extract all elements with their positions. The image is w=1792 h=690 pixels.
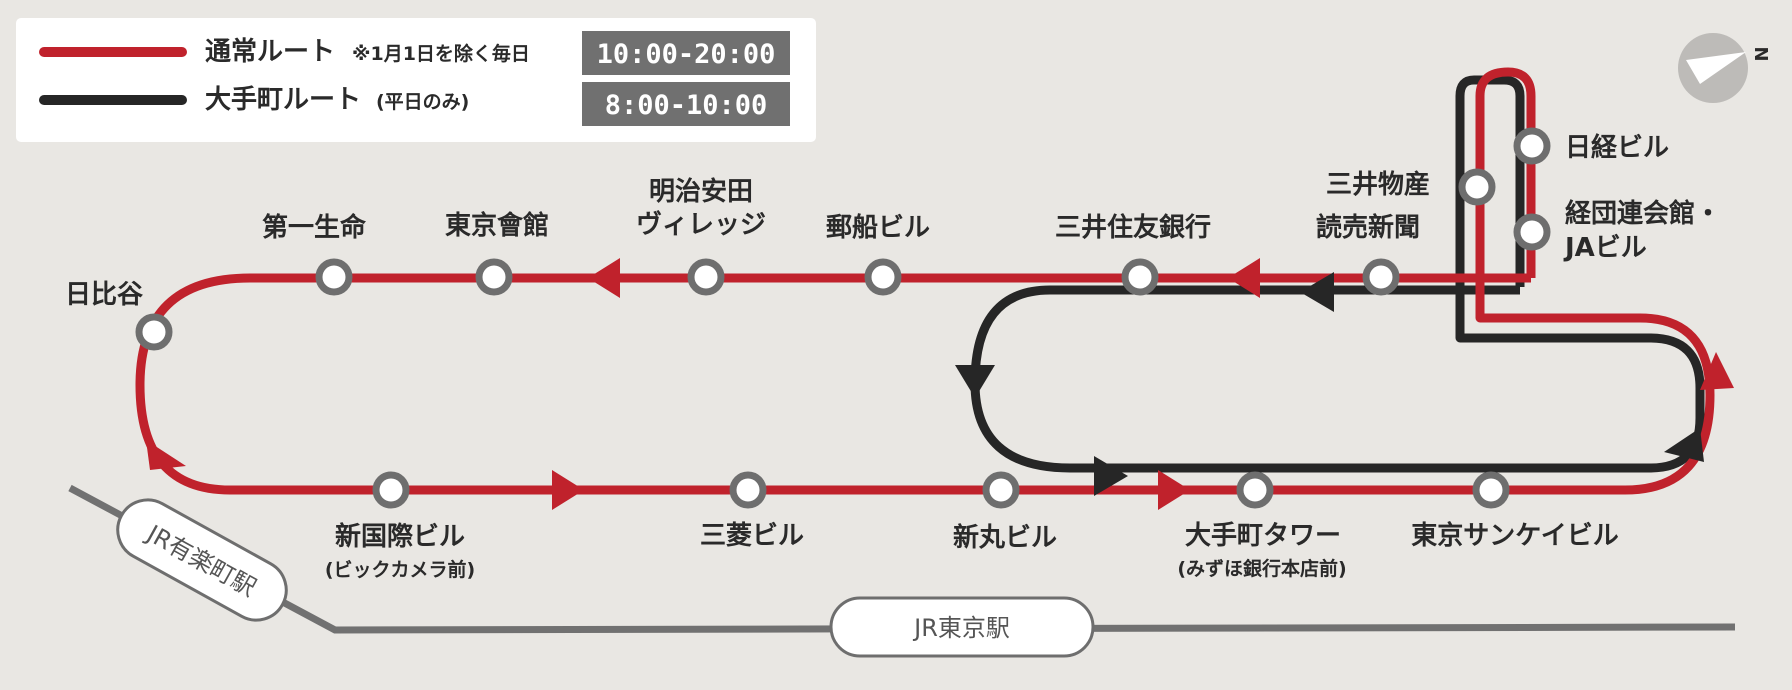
station-markers bbox=[135, 127, 1551, 509]
legend-otemachi-label: 大手町ルート bbox=[205, 85, 361, 115]
legend-normal-label: 通常ルート bbox=[205, 37, 335, 67]
station-marker-daiichiseimei[interactable] bbox=[315, 258, 353, 296]
station-marker-tokyokaikan[interactable] bbox=[475, 258, 513, 296]
compass-arrow-icon bbox=[1686, 52, 1746, 84]
station-marker-nikkei[interactable] bbox=[1513, 127, 1551, 165]
station-label-shinkokusai: 新国際ビル bbox=[335, 521, 465, 552]
station-marker-mitsuibussan[interactable] bbox=[1458, 168, 1496, 206]
legend-normal-time: 10:00-20:00 bbox=[597, 39, 776, 70]
compass-north-label: N bbox=[1752, 46, 1773, 61]
station-marker-yomiuri[interactable] bbox=[1362, 258, 1400, 296]
jr-tokyo-label: JR東京駅 bbox=[912, 614, 1010, 642]
station-marker-meijiyasuda[interactable] bbox=[687, 258, 725, 296]
station-label-meijiyasuda-line2: ヴィレッジ bbox=[636, 209, 766, 240]
station-label-yusen: 郵船ビル bbox=[826, 212, 930, 243]
red-arrow-left-2 bbox=[1228, 258, 1260, 298]
station-label-shinkokusai-sub: (ビックカメラ前) bbox=[325, 558, 475, 581]
station-label-nikkei: 日経ビル bbox=[1565, 132, 1669, 163]
station-marker-otemachitower[interactable] bbox=[1236, 471, 1274, 509]
compass: N bbox=[1678, 33, 1773, 103]
black-arrow-left-1 bbox=[1300, 272, 1334, 312]
station-marker-sankei[interactable] bbox=[1472, 471, 1510, 509]
red-arrow-right-2 bbox=[1158, 470, 1190, 510]
red-arrow-right-1 bbox=[552, 470, 584, 510]
legend-otemachi-time: 8:00-10:00 bbox=[605, 90, 768, 121]
jr-tokyo-station[interactable]: JR東京駅 bbox=[829, 596, 1095, 658]
legend: 通常ルート ※1月1日を除く毎日 10:00-20:00 大手町ルート (平日の… bbox=[16, 18, 816, 142]
station-label-mitsubishi: 三菱ビル bbox=[700, 521, 804, 551]
station-label-mitsuibussan: 三井物産 bbox=[1326, 169, 1430, 200]
legend-otemachi-note: (平日のみ) bbox=[376, 91, 469, 113]
station-label-otemachitower-sub: (みずほ銀行本店前) bbox=[1177, 557, 1346, 580]
station-marker-keidanren[interactable] bbox=[1513, 213, 1551, 251]
station-label-daiichiseimei: 第一生命 bbox=[262, 212, 367, 243]
station-marker-shinkokusai[interactable] bbox=[372, 471, 410, 509]
station-label-hibiya: 日比谷 bbox=[65, 280, 144, 310]
black-arrow-down-1 bbox=[955, 365, 995, 398]
legend-normal-time-badge bbox=[582, 31, 790, 75]
black-arrow-right-1 bbox=[1094, 456, 1128, 496]
jr-yurakucho-station[interactable]: JR有楽町駅 bbox=[107, 489, 297, 631]
station-label-meijiyasuda-line1: 明治安田 bbox=[649, 177, 753, 207]
station-label-shinmaru: 新丸ビル bbox=[953, 522, 1057, 553]
direction-arrows bbox=[146, 258, 1734, 510]
station-label-keidanren-line2: JAビル bbox=[1563, 233, 1647, 263]
station-label-tokyokaikan: 東京會館 bbox=[445, 210, 549, 241]
station-marker-yusen[interactable] bbox=[864, 258, 902, 296]
station-marker-mitsuisumitomo[interactable] bbox=[1121, 258, 1159, 296]
station-marker-hibiya[interactable] bbox=[135, 313, 173, 351]
station-label-yomiuri: 読売新聞 bbox=[1316, 212, 1420, 243]
black-arrow-up-1 bbox=[1664, 428, 1704, 462]
legend-otemachi-time-badge bbox=[582, 82, 790, 126]
station-label-sankei: 東京サンケイビル bbox=[1411, 520, 1618, 551]
red-arrow-down-1 bbox=[146, 440, 186, 470]
station-label-otemachitower: 大手町タワー bbox=[1185, 521, 1341, 551]
station-label-mitsuisumitomo: 三井住友銀行 bbox=[1055, 212, 1211, 243]
legend-normal-note: ※1月1日を除く毎日 bbox=[352, 42, 530, 65]
station-label-keidanren-line1: 経団連会館・ bbox=[1565, 198, 1721, 229]
station-marker-shinmaru[interactable] bbox=[982, 471, 1020, 509]
red-arrow-up-1 bbox=[1700, 352, 1734, 390]
red-arrow-left-1 bbox=[588, 258, 620, 298]
station-marker-mitsubishi[interactable] bbox=[729, 471, 767, 509]
